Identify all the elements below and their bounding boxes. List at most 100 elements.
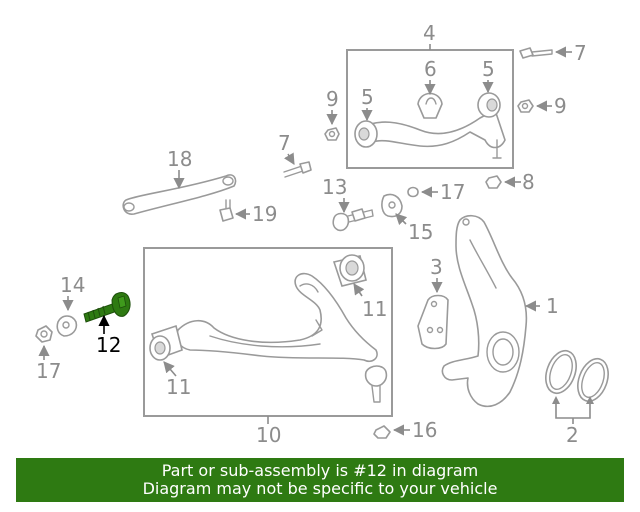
- knuckle-body: [441, 214, 528, 408]
- callout-2-bracket: [555, 404, 591, 419]
- bracket-inner-line: [425, 97, 437, 105]
- info-banner: Part or sub-assembly is #12 in diagram D…: [16, 458, 624, 502]
- nut-9-left-hole: [328, 130, 336, 138]
- callout-2[interactable]: 2: [566, 423, 579, 447]
- cam-plate-14-body: [56, 315, 78, 337]
- callout-8[interactable]: 8: [522, 170, 535, 194]
- callout-18[interactable]: 18: [167, 147, 192, 171]
- bolt-13-washer: [351, 208, 366, 222]
- nut-9-right[interactable]: 9: [517, 94, 567, 118]
- shield-3-body: [417, 294, 449, 350]
- seal-rings-2[interactable]: 2: [540, 347, 613, 447]
- nut-16[interactable]: 16: [373, 418, 437, 442]
- upper-control-arm-group: 4 5 6 5: [346, 21, 514, 169]
- link-end-rear: [222, 176, 234, 186]
- knuckle-hub-bore: [486, 331, 520, 373]
- callout-9-right[interactable]: 9: [554, 94, 567, 118]
- callout-13[interactable]: 13: [322, 175, 347, 199]
- nut-17-left-hole: [40, 330, 48, 338]
- bolt-7-top-head: [519, 47, 534, 59]
- bolt-7-left[interactable]: 7: [278, 131, 312, 178]
- bolt-19-shank: [225, 199, 231, 209]
- nut-17-right[interactable]: 17: [407, 180, 465, 204]
- nut-9-left-shape: [324, 127, 340, 141]
- callout-4[interactable]: 4: [423, 21, 436, 45]
- nut-17-right-shape: [407, 186, 419, 198]
- lower-arm-detail-3: [209, 335, 321, 348]
- bolt-12-highlighted[interactable]: 12: [83, 292, 131, 357]
- upper-bushing-rear-core: [486, 98, 498, 112]
- callout-15-arrow: [395, 213, 408, 226]
- knuckle-hub-bore-inner: [492, 338, 514, 366]
- nut-9-left[interactable]: 9: [324, 87, 340, 141]
- callout-15[interactable]: 15: [408, 220, 433, 244]
- lower-ball-joint-stud: [371, 385, 381, 403]
- parts-diagram: 4 5 6 5 7 9 9: [35, 21, 613, 447]
- callout-7-top[interactable]: 7: [574, 41, 587, 65]
- bolt-7-top-shank: [531, 49, 553, 57]
- cam-plate-14[interactable]: 14: [56, 273, 85, 337]
- callout-11-front-arrow: [163, 361, 177, 377]
- callout-6[interactable]: 6: [424, 57, 437, 81]
- callout-14[interactable]: 14: [60, 273, 85, 297]
- shield-3[interactable]: 3: [417, 255, 449, 350]
- bolt-7-left-head: [299, 161, 312, 174]
- upper-control-arm[interactable]: [359, 109, 506, 149]
- banner-line-2: Diagram may not be specific to your vehi…: [142, 479, 498, 498]
- lower-ball-joint[interactable]: [364, 365, 388, 387]
- callout-1[interactable]: 1: [546, 294, 559, 318]
- nut-8-shape: [485, 175, 502, 189]
- bolt-7-left-shank: [283, 165, 304, 178]
- link-end-front: [123, 202, 135, 212]
- steering-knuckle-1[interactable]: 1: [441, 214, 559, 408]
- upper-ball-joint-stud: [492, 139, 502, 159]
- callout-11-front[interactable]: 11: [166, 375, 191, 399]
- lateral-link-18[interactable]: 18: [122, 147, 237, 215]
- callout-7-left[interactable]: 7: [278, 131, 291, 155]
- callout-11-rear-arrow: [353, 283, 365, 297]
- callout-2-arrowhead-right: [586, 396, 594, 404]
- ring-2-right-inner: [581, 362, 605, 398]
- bracket-part-6[interactable]: [417, 92, 443, 119]
- bolt-19-head: [219, 207, 234, 222]
- lower-control-arm-group: 10 11 11: [143, 247, 393, 447]
- nut-17-left[interactable]: 17: [35, 325, 61, 383]
- callout-11-rear[interactable]: 11: [362, 297, 387, 321]
- callout-19[interactable]: 19: [252, 202, 277, 226]
- nut-17-left-shape: [35, 325, 53, 343]
- banner-line-1: Part or sub-assembly is #12 in diagram: [161, 461, 479, 480]
- ring-2-left-inner: [549, 354, 573, 390]
- cam-plate-14-hole: [62, 321, 70, 329]
- nut-9-right-hole: [521, 102, 529, 110]
- callout-9-left[interactable]: 9: [326, 87, 339, 111]
- callout-2-arrowhead-left: [552, 396, 560, 404]
- bolt-12-flange: [117, 295, 127, 309]
- bolt-7-top[interactable]: 7: [519, 41, 587, 65]
- callout-7-left-arrow: [284, 152, 295, 165]
- callout-17-right[interactable]: 17: [440, 180, 465, 204]
- nut-8[interactable]: 8: [485, 170, 535, 194]
- lower-control-arm[interactable]: [175, 272, 378, 363]
- lower-arm-detail-1: [299, 283, 319, 293]
- lower-bushing-front-core: [154, 341, 166, 355]
- callout-10[interactable]: 10: [256, 423, 281, 447]
- callout-5-front[interactable]: 5: [361, 85, 374, 109]
- bolt-13[interactable]: 13: [322, 175, 374, 232]
- shield-3-hole-3: [436, 326, 444, 334]
- ring-2-right: [577, 357, 609, 403]
- shield-3-hole-1: [430, 300, 438, 308]
- callout-17-left[interactable]: 17: [36, 359, 61, 383]
- callout-3[interactable]: 3: [430, 255, 443, 279]
- cam-plate-15-hole: [388, 201, 396, 209]
- callout-5-rear[interactable]: 5: [482, 57, 495, 81]
- lower-bushing-rear-core: [345, 260, 359, 276]
- cam-plate-15[interactable]: 15: [381, 193, 434, 244]
- callout-16[interactable]: 16: [412, 418, 437, 442]
- bolt-19[interactable]: 19: [219, 199, 277, 226]
- shield-3-hole-2: [426, 326, 434, 334]
- ring-2-left: [545, 349, 577, 395]
- bolt-12-thread: [87, 305, 106, 321]
- lower-arm-detail-2: [311, 319, 323, 337]
- upper-bushing-front-core: [358, 127, 370, 141]
- callout-12[interactable]: 12: [96, 333, 121, 357]
